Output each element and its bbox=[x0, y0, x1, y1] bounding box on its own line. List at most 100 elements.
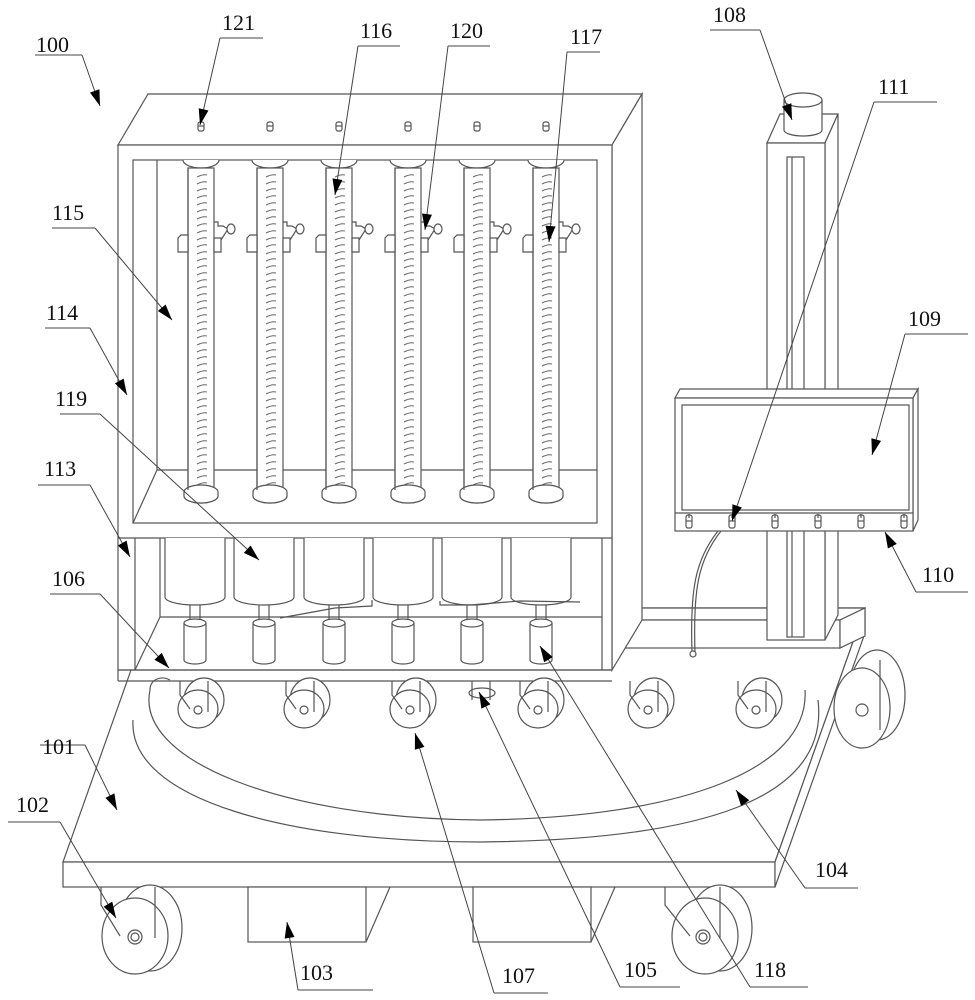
leader-arrowhead bbox=[871, 438, 882, 455]
scale-tick bbox=[196, 251, 208, 255]
scale-tick bbox=[265, 328, 277, 332]
leader-line bbox=[424, 45, 449, 231]
scale-tick bbox=[334, 265, 346, 269]
callout-label-118: 118 bbox=[754, 957, 786, 982]
scale-tick bbox=[265, 314, 277, 318]
scale-tick bbox=[265, 293, 277, 297]
callout-label-117: 117 bbox=[570, 24, 602, 49]
scale-tick bbox=[196, 349, 208, 353]
scale-tick bbox=[541, 188, 553, 192]
scale-tick bbox=[265, 377, 277, 381]
scale-tick bbox=[403, 468, 415, 472]
under-boxes bbox=[247, 886, 616, 943]
callout-cylinder-reservoir bbox=[60, 413, 260, 561]
cylinder-reservoir bbox=[372, 538, 434, 665]
scale-tick bbox=[196, 384, 208, 388]
scale-tick bbox=[403, 300, 415, 304]
scale-tick bbox=[403, 433, 415, 437]
scale-tick bbox=[403, 174, 415, 178]
scale-tick bbox=[472, 293, 484, 297]
scale-tick bbox=[472, 258, 484, 262]
scale-tick bbox=[472, 307, 484, 311]
cylinder-reservoir bbox=[303, 538, 365, 665]
scale-tick bbox=[403, 195, 415, 199]
scale-tick bbox=[472, 384, 484, 388]
scale-tick bbox=[403, 440, 415, 444]
scale-tick bbox=[403, 265, 415, 269]
column-clamp bbox=[177, 221, 236, 253]
scale-tick bbox=[403, 398, 415, 402]
scale-tick bbox=[403, 363, 415, 367]
panel-connector bbox=[814, 514, 822, 529]
scale-tick bbox=[334, 244, 346, 248]
callout-under-box bbox=[284, 921, 373, 991]
scale-tick bbox=[403, 454, 415, 458]
scale-tick bbox=[541, 412, 553, 416]
callout-circular-track bbox=[735, 789, 858, 889]
scale-tick bbox=[334, 272, 346, 276]
callout-label-107: 107 bbox=[502, 963, 535, 988]
leader-line bbox=[539, 645, 751, 988]
scale-tick bbox=[541, 440, 553, 444]
scale-tick bbox=[265, 321, 277, 325]
scale-tick bbox=[472, 398, 484, 402]
scale-tick bbox=[541, 328, 553, 332]
scale-tick bbox=[541, 356, 553, 360]
leader-arrowhead bbox=[105, 793, 117, 810]
under-box-left bbox=[247, 886, 367, 943]
scale-tick bbox=[472, 363, 484, 367]
scale-tick bbox=[334, 286, 346, 290]
leader-line bbox=[99, 593, 170, 669]
cabinet-caster-row bbox=[177, 677, 783, 729]
scale-tick bbox=[265, 447, 277, 451]
scale-tick bbox=[403, 356, 415, 360]
scale-tick bbox=[472, 174, 484, 178]
cabinet-caster bbox=[177, 677, 225, 729]
scale-tick bbox=[403, 405, 415, 409]
scale-tick bbox=[334, 447, 346, 451]
callout-label-101: 101 bbox=[42, 734, 75, 759]
scale-tick bbox=[541, 307, 553, 311]
callout-label-113: 113 bbox=[44, 456, 76, 481]
scale-tick bbox=[541, 314, 553, 318]
scale-tick bbox=[265, 216, 277, 220]
leader-arrowhead bbox=[114, 378, 127, 395]
scale-tick bbox=[196, 468, 208, 472]
scale-tick bbox=[472, 279, 484, 283]
scale-tick bbox=[472, 244, 484, 248]
callout-lower-cabinet bbox=[38, 484, 131, 558]
callout-graduated-column bbox=[332, 45, 400, 196]
leader-arrowhead bbox=[545, 225, 556, 242]
scale-tick bbox=[265, 174, 277, 178]
scale-tick bbox=[403, 461, 415, 465]
scale-tick bbox=[196, 433, 208, 437]
scale-tick bbox=[265, 209, 277, 213]
scale-tick bbox=[196, 244, 208, 248]
scale-tick bbox=[265, 454, 277, 458]
leader-arrowhead bbox=[103, 901, 116, 918]
scale-tick bbox=[334, 335, 346, 339]
callout-label-121: 121 bbox=[222, 10, 255, 35]
scale-tick bbox=[334, 468, 346, 472]
scale-tick bbox=[334, 342, 346, 346]
graduated-column bbox=[384, 159, 443, 504]
valve-cup bbox=[391, 618, 415, 665]
scale-tick bbox=[265, 384, 277, 388]
scale-tick bbox=[265, 391, 277, 395]
scale-tick bbox=[541, 244, 553, 248]
scale-tick bbox=[541, 349, 553, 353]
column-clamp bbox=[453, 221, 512, 253]
callout-label-120: 120 bbox=[450, 18, 483, 43]
scale-tick bbox=[403, 321, 415, 325]
scale-tick bbox=[196, 314, 208, 318]
callout-label-110: 110 bbox=[922, 562, 954, 587]
callout-label-111: 111 bbox=[878, 74, 909, 99]
scale-tick bbox=[196, 223, 208, 227]
scale-tick bbox=[403, 258, 415, 262]
callout-label-104: 104 bbox=[815, 857, 848, 882]
scale-tick bbox=[196, 272, 208, 276]
scale-tick bbox=[541, 195, 553, 199]
scale-tick bbox=[196, 363, 208, 367]
scale-tick bbox=[196, 279, 208, 283]
